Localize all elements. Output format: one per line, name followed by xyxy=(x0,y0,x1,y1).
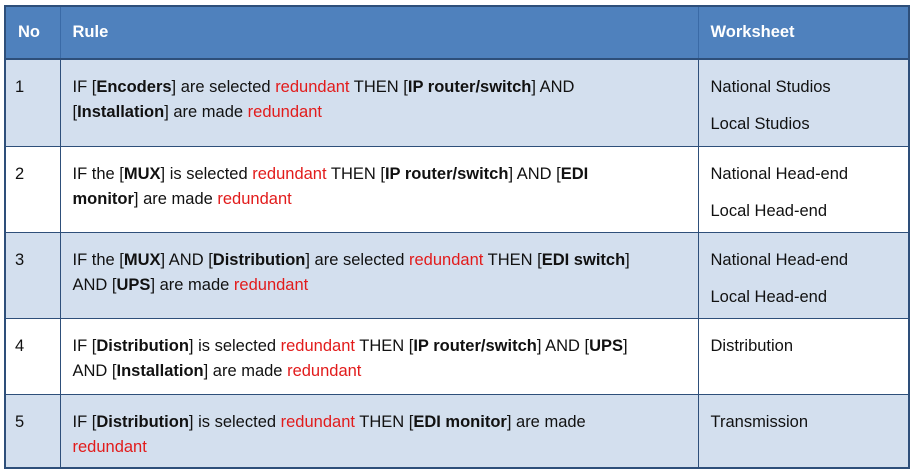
rule-text: [ xyxy=(72,103,78,121)
table-row: 1 IF [Encoders] are selected redundant T… xyxy=(4,58,910,147)
rule-cell: IF [Distribution] is selected redundant … xyxy=(59,317,699,395)
table-row: 2 IF the [MUX] is selected redundant THE… xyxy=(4,145,910,233)
rule-cell: IF [Distribution] is selected redundant … xyxy=(59,393,699,469)
rule-text: THEN [ xyxy=(326,164,385,183)
rule-text: IF the [ xyxy=(72,164,124,183)
rules-table: No Rule Worksheet 1 IF [Encoders] are se… xyxy=(4,5,910,469)
row-number: 3 xyxy=(4,231,61,319)
rule-text: ] xyxy=(623,336,628,355)
rule-text: THEN [ xyxy=(354,412,414,431)
rule-text: ] are made xyxy=(203,361,288,380)
rule-cell: IF the [MUX] AND [Distribution] are sele… xyxy=(59,231,699,319)
row-number: 1 xyxy=(4,58,61,147)
rule-text: ] is selected xyxy=(188,412,281,431)
rule-component: UPS xyxy=(116,275,151,294)
rule-text: ] are selected xyxy=(171,78,276,96)
rule-component: EDI xyxy=(560,164,589,183)
redundant-keyword: redundant xyxy=(233,275,309,294)
worksheet-name: National Head-end xyxy=(710,250,849,269)
row-number: 4 xyxy=(4,317,61,395)
rule-component: Installation xyxy=(116,361,204,380)
rule-text: AND [ xyxy=(72,361,117,380)
rule-component: IP router/switch xyxy=(413,336,537,355)
rule-component: monitor xyxy=(72,189,134,208)
row-number: 5 xyxy=(4,393,61,469)
rule-component: EDI switch xyxy=(541,250,626,269)
table-row: 4 IF [Distribution] is selected redundan… xyxy=(4,317,910,395)
rule-text: IF [ xyxy=(72,412,97,431)
rule-component: Distribution xyxy=(212,250,306,269)
worksheet-cell: National Head-end Local Head-end xyxy=(697,231,910,319)
rule-text: IF [ xyxy=(72,336,97,355)
rule-text: ] AND [ xyxy=(508,164,561,183)
rule-text: ] are made xyxy=(164,103,248,121)
worksheet-cell: Distribution xyxy=(697,317,910,395)
redundant-keyword: redundant xyxy=(280,412,355,431)
table-row: 5 IF [Distribution] is selected redundan… xyxy=(4,393,910,469)
worksheet-cell: National Studios Local Studios xyxy=(697,58,910,147)
rule-text: ] AND xyxy=(531,78,575,96)
redundant-keyword: redundant xyxy=(275,78,350,96)
rule-text: ] are made xyxy=(150,275,234,294)
rule-component: IP router/switch xyxy=(407,78,532,96)
worksheet-name: Distribution xyxy=(710,336,794,355)
row-number: 2 xyxy=(4,145,61,233)
worksheet-name: Local Studios xyxy=(710,115,810,133)
redundant-keyword: redundant xyxy=(287,361,362,380)
redundant-keyword: redundant xyxy=(247,103,322,121)
rule-text: ] xyxy=(625,250,630,269)
redundant-keyword: redundant xyxy=(409,250,484,269)
rule-component: EDI monitor xyxy=(413,412,507,431)
header-worksheet: Worksheet xyxy=(698,6,910,60)
rule-text: ] is selected xyxy=(160,164,253,183)
rule-text: AND [ xyxy=(72,275,117,294)
worksheet-name: Local Head-end xyxy=(710,201,828,220)
rule-text: ] is selected xyxy=(188,336,281,355)
worksheet-name: Local Head-end xyxy=(710,287,828,306)
rule-text: THEN [ xyxy=(349,78,408,96)
header-rule: Rule xyxy=(60,6,699,60)
rule-component: Encoders xyxy=(96,78,172,96)
rule-component: Installation xyxy=(77,103,165,121)
rule-component: IP router/switch xyxy=(384,164,509,183)
worksheet-name: National Studios xyxy=(710,78,831,96)
header-row: No Rule Worksheet xyxy=(5,6,910,60)
rule-component: Distribution xyxy=(96,412,189,431)
rule-text: ] AND [ xyxy=(160,250,213,269)
rule-text: IF [ xyxy=(72,78,97,96)
redundant-keyword: redundant xyxy=(252,164,327,183)
redundant-keyword: redundant xyxy=(217,189,292,208)
rule-text: ] are selected xyxy=(305,250,410,269)
rule-text: ] are made xyxy=(133,189,218,208)
worksheet-name: Transmission xyxy=(710,412,809,431)
worksheet-cell: National Head-end Local Head-end xyxy=(697,145,910,233)
rule-component: MUX xyxy=(123,164,161,183)
rule-cell: IF [Encoders] are selected redundant THE… xyxy=(59,58,699,147)
rule-component: Distribution xyxy=(96,336,189,355)
rule-text: IF the [ xyxy=(72,250,124,269)
table-row: 3 IF the [MUX] AND [Distribution] are se… xyxy=(4,231,910,319)
rule-cell: IF the [MUX] is selected redundant THEN … xyxy=(59,145,699,233)
rule-component: UPS xyxy=(589,336,624,355)
rule-text: ] AND [ xyxy=(536,336,590,355)
worksheet-cell: Transmission xyxy=(697,393,910,469)
redundant-keyword: redundant xyxy=(72,437,147,456)
redundant-keyword: redundant xyxy=(280,336,355,355)
rule-text: THEN [ xyxy=(354,336,414,355)
rule-text: ] are made xyxy=(506,412,586,431)
rule-text: THEN [ xyxy=(483,250,542,269)
header-no: No xyxy=(5,6,61,60)
worksheet-name: National Head-end xyxy=(710,164,849,183)
rule-component: MUX xyxy=(123,250,161,269)
